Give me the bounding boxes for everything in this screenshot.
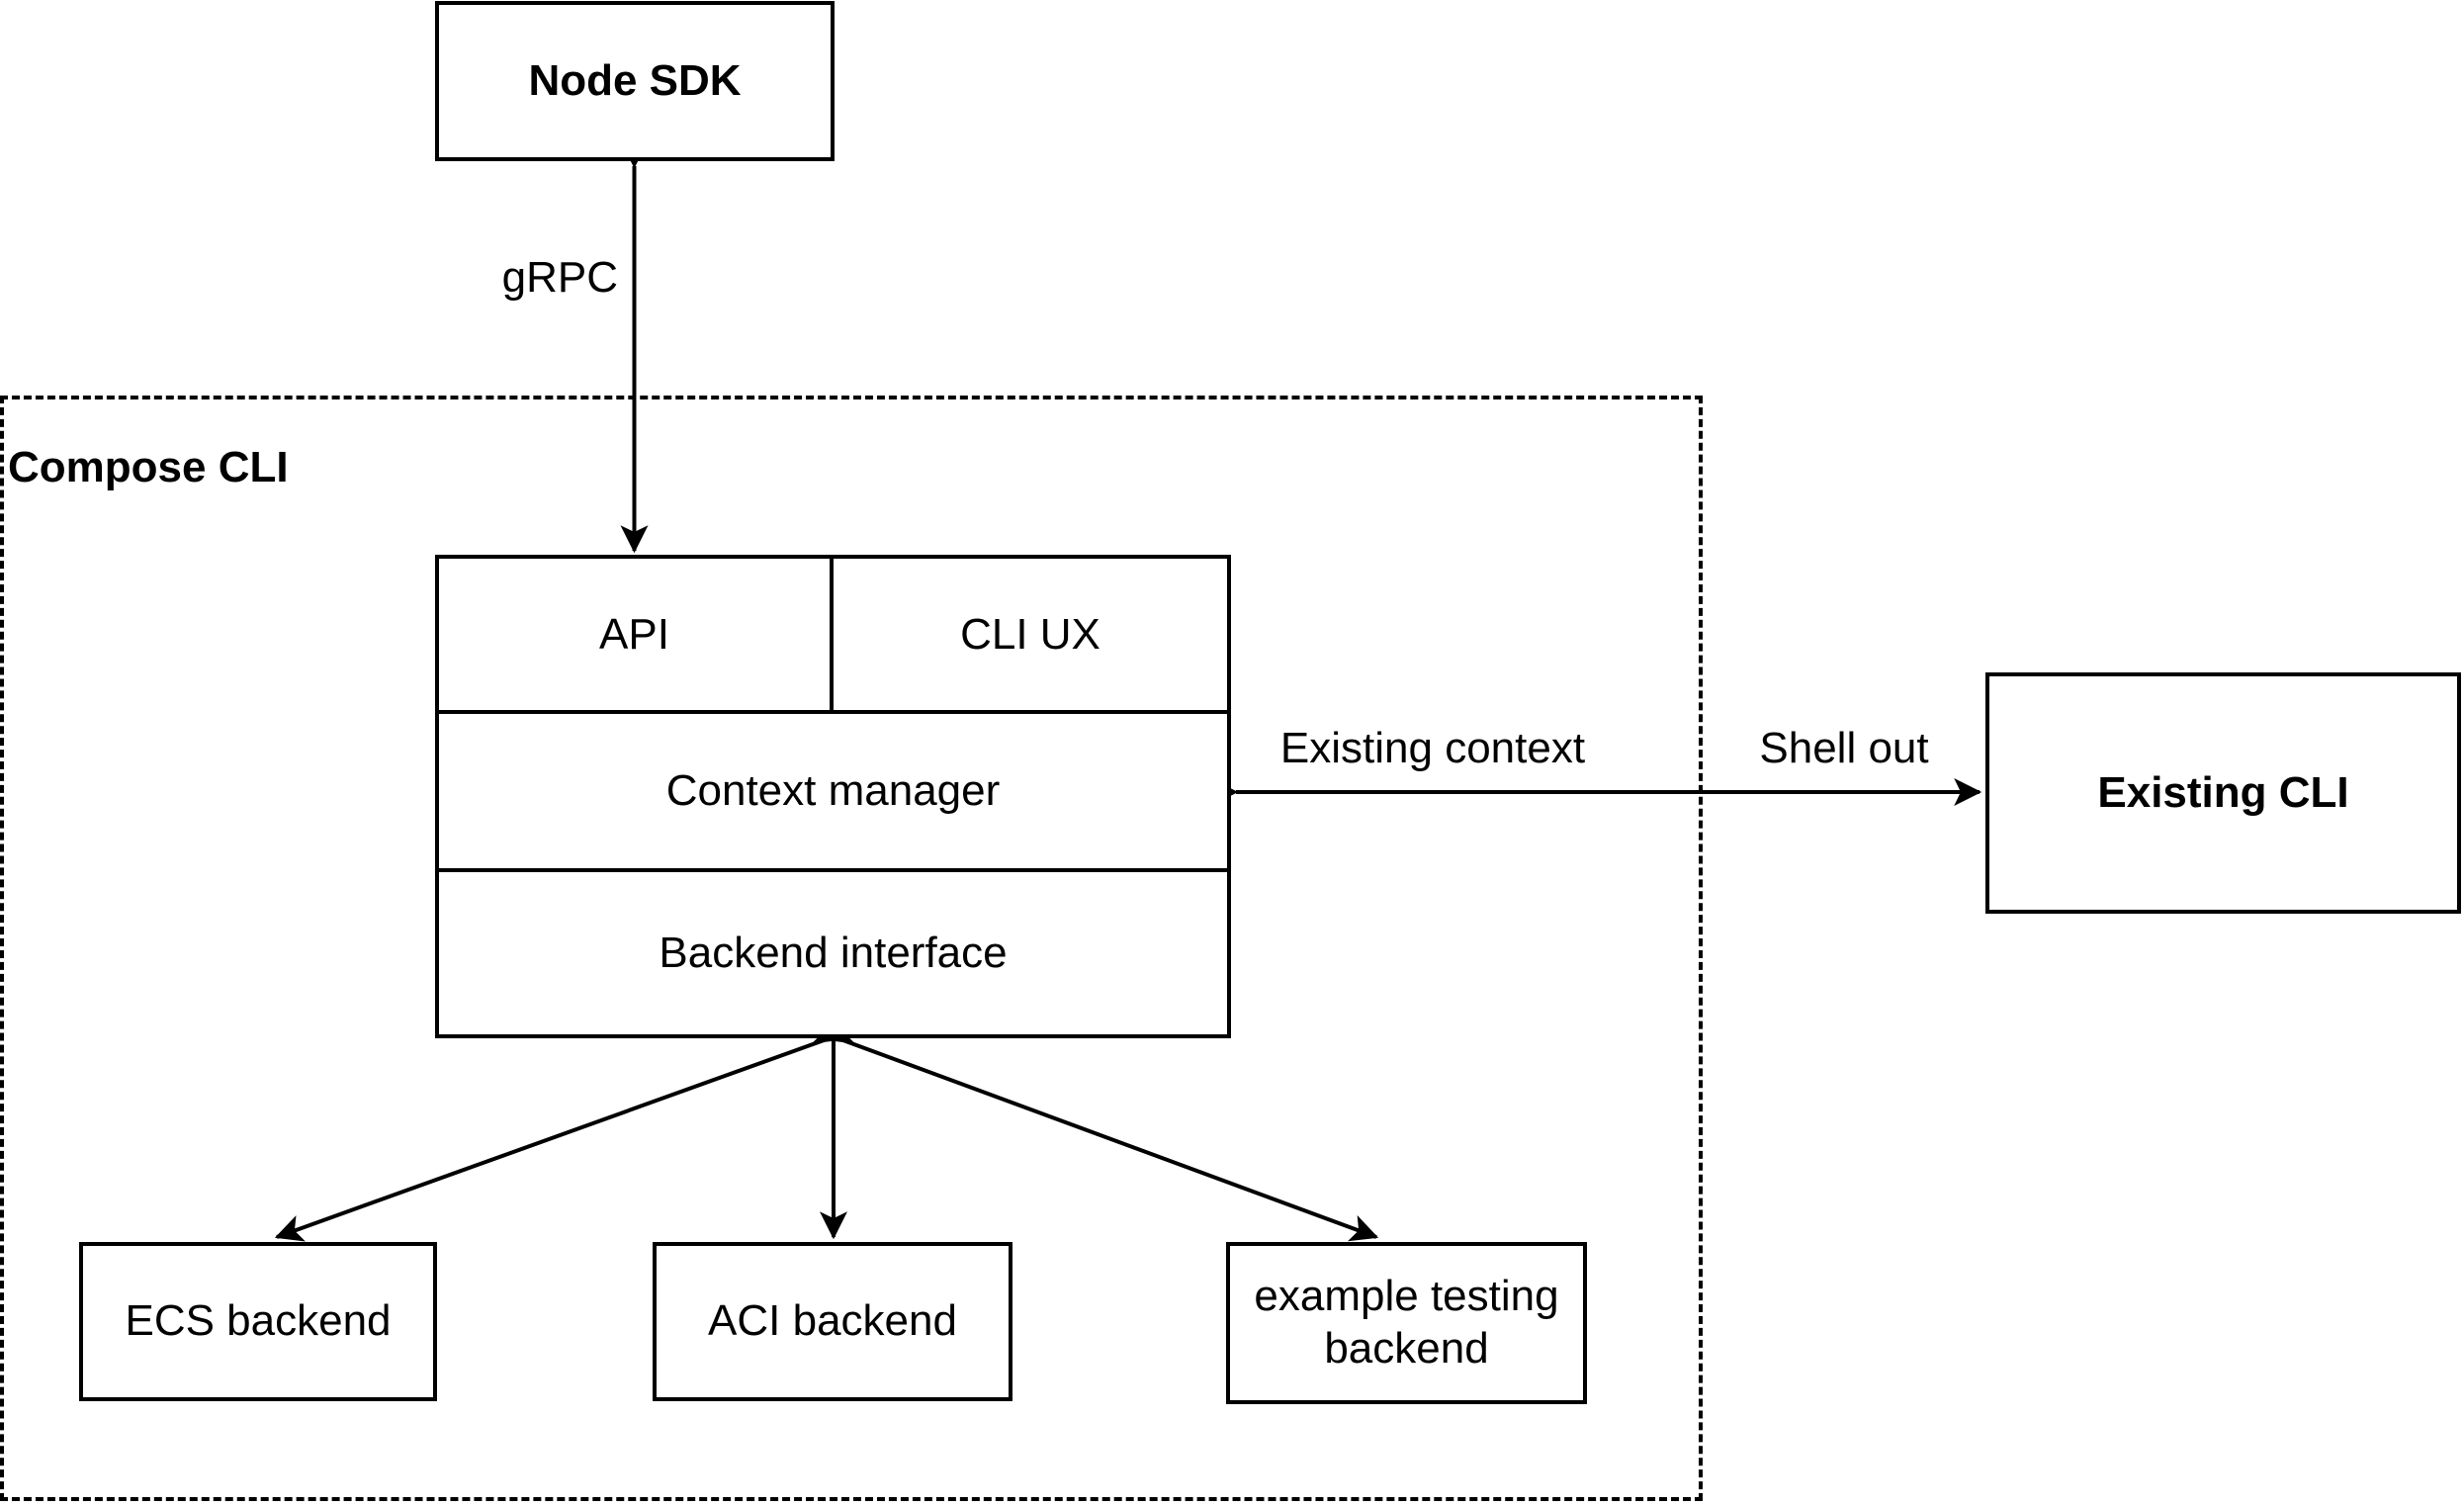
- example-testing-backend-box: example testing backend: [1226, 1242, 1587, 1404]
- api-label: API: [599, 609, 669, 659]
- shell-out-label: Shell out: [1759, 724, 1929, 773]
- cli-ux-cell: CLI UX: [834, 559, 1227, 710]
- ecs-backend-label: ECS backend: [125, 1296, 392, 1346]
- cli-ux-label: CLI UX: [960, 609, 1100, 659]
- grpc-label: gRPC: [501, 253, 618, 303]
- context-manager-cell: Context manager: [439, 714, 1227, 872]
- ecs-backend-box: ECS backend: [79, 1242, 437, 1401]
- node-sdk-label: Node SDK: [528, 55, 742, 105]
- existing-cli-label: Existing CLI: [2097, 767, 2349, 817]
- context-manager-label: Context manager: [665, 766, 1001, 815]
- compose-cli-stack: API CLI UX Context manager Backend inter…: [435, 555, 1231, 1038]
- api-cell: API: [439, 559, 834, 710]
- existing-cli-box: Existing CLI: [1985, 672, 2461, 914]
- compose-cli-label: Compose CLI: [8, 443, 289, 491]
- backend-interface-label: Backend interface: [659, 929, 1008, 977]
- backend-interface-cell: Backend interface: [439, 872, 1227, 1034]
- existing-context-label: Existing context: [1279, 724, 1586, 773]
- node-sdk-box: Node SDK: [435, 1, 835, 161]
- aci-backend-label: ACI backend: [708, 1296, 957, 1346]
- stack-top-row: API CLI UX: [439, 559, 1227, 714]
- example-testing-backend-label: example testing backend: [1254, 1272, 1559, 1373]
- compose-cli-container: [0, 396, 1703, 1501]
- aci-backend-box: ACI backend: [653, 1242, 1012, 1401]
